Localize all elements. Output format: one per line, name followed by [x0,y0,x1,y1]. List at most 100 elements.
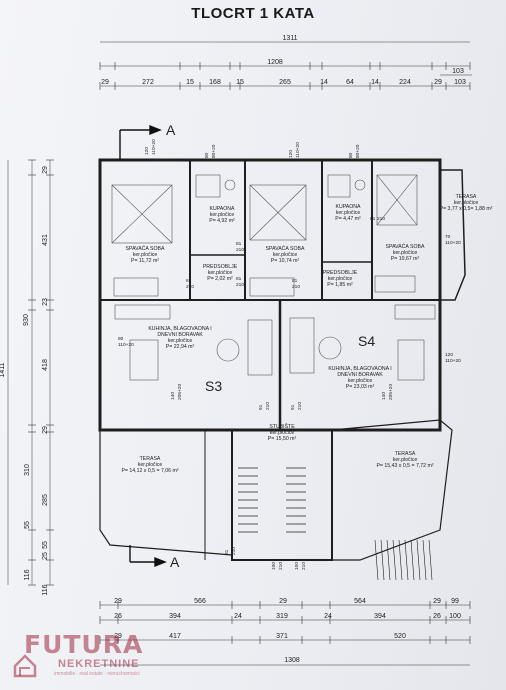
dim-bottom-row2: 24 [324,613,332,620]
room-floor: ker.pločice [210,212,235,218]
logo-tagline: immobilie · real estate · nieruchomości [54,671,140,677]
opening-dimension: 81 [236,241,242,247]
dim-bottom-row2: 100 [449,613,461,620]
opening-dimension: 210 [236,282,244,288]
dim-bottom-row3: 371 [276,633,288,640]
opening-dimension: 80 [348,152,354,158]
opening-dimension: 210 [231,547,237,555]
building-walls [98,158,466,581]
room-area: P= 4,92 m² [209,218,235,224]
room-name: SPAVAĆA SOBA [386,243,425,250]
room-floor: ker.pločice [208,270,233,276]
opening-dimension: 81 [224,549,230,555]
dim-top-segment: 29 [434,79,442,86]
opening-dimension: 120 [445,352,453,358]
dim-bottom-row1: 99 [451,598,459,605]
dim-bottom-row3: 29 [114,633,122,640]
dim-top-segment: 15 [236,79,244,86]
opening-dimension: 110+20 [295,142,301,158]
dimension-lines [7,41,472,666]
opening-dimension: 80+20 [211,144,217,158]
opening-dimension: 210 [186,284,194,290]
room-name: KUHINJA, BLAGOVAONA I [148,326,211,332]
house-logo-icon [13,654,37,678]
opening-dimension: 110+20 [151,139,157,155]
dim-bottom-row1: 29 [279,598,287,605]
dim-main-left: 930 [23,314,30,326]
dim-left-segment: 23 [42,298,49,306]
opening-dimension: 81 [370,216,376,222]
dim-top-segment: 272 [142,79,154,86]
unit-label-s4: S4 [358,333,375,349]
dim-left-segment: 285 [42,494,49,506]
room-area: P= 15,43 x 0,5 = 7,72 m² [376,463,433,469]
dim-bottom-row2: 394 [169,613,181,620]
opening-dimension: 110+20 [445,240,461,246]
opening-dimension: 120 [144,147,150,155]
opening-dimension: 100 [294,562,300,570]
dim-right-top: 103 [452,68,464,75]
dim-bottom-row2: 26 [114,613,122,620]
unit-label-s3: S3 [205,378,222,394]
room-floor: ker.pločice [168,338,193,344]
dim-bottom-row3: 520 [394,633,406,640]
dim-left-segment: 116 [42,584,49,595]
room-area: P= 10,67 m² [391,256,420,262]
plan-title: TLOCRT 1 KATA [191,5,315,22]
room-name: KUPAONA [210,206,236,212]
room-area: P= 11,72 m² [131,258,159,264]
opening-dimension: 81 [186,278,192,284]
room-area: P= 14,12 x 0,5 = 7,06 m² [121,468,178,474]
dim-bottom-row1: 566 [194,598,206,605]
room-name: KUPAONA [336,204,362,210]
room-name: TERASA [395,451,416,457]
room-area: P= 1,85 m² [327,282,353,288]
opening-dimension: 120 [288,150,294,158]
dim-bottom-row2: 394 [374,613,386,620]
dim-bottom-row1: 564 [354,598,366,605]
dim-overall-bottom: 1308 [284,657,300,664]
room-floor: ker.pločice [336,210,361,216]
room-area: P= 4,47 m² [335,216,361,222]
dim-top-segment: 224 [399,79,411,86]
room-name: KUHINJA, BLAGOVAONA I [328,366,391,372]
room-name: SPAVAĆA SOBA [126,245,165,252]
opening-dimension: 70 [445,234,451,240]
dim-second-top: 1208 [267,59,283,66]
dim-top-segment: 14 [320,79,328,86]
opening-dimension: 100 [271,562,277,570]
opening-dimension: 110+20 [445,358,461,364]
dim-bottom-row3: 417 [169,633,181,640]
opening-dimension: 140 [170,392,176,400]
room-name: STUBIŠTE [269,423,295,430]
room-floor: ker.pločice [133,252,158,258]
room-floor: ker.pločice [138,462,163,468]
dim-top-segment: 103 [454,79,466,86]
dim-bottom-row1: 29 [433,598,441,605]
room-floor: ker.pločice [393,457,418,463]
opening-dimension: 210 [377,216,385,222]
room-name: PREDSOBLJE [203,264,238,270]
logo-main-text: FUTURA [24,630,144,659]
dim-bottom-row2: 24 [234,613,242,620]
opening-dimension: 210 [236,247,244,253]
opening-dimension: 210 [265,402,271,410]
dim-top-segment: 64 [346,79,354,86]
opening-dimension: 80 [204,152,210,158]
room-floor: ker.pločice [393,250,418,256]
dim-left-segment: 29 [42,166,49,174]
dim-overall-left: 1411 [0,362,6,377]
dim-left-segment: 310 [24,464,31,476]
